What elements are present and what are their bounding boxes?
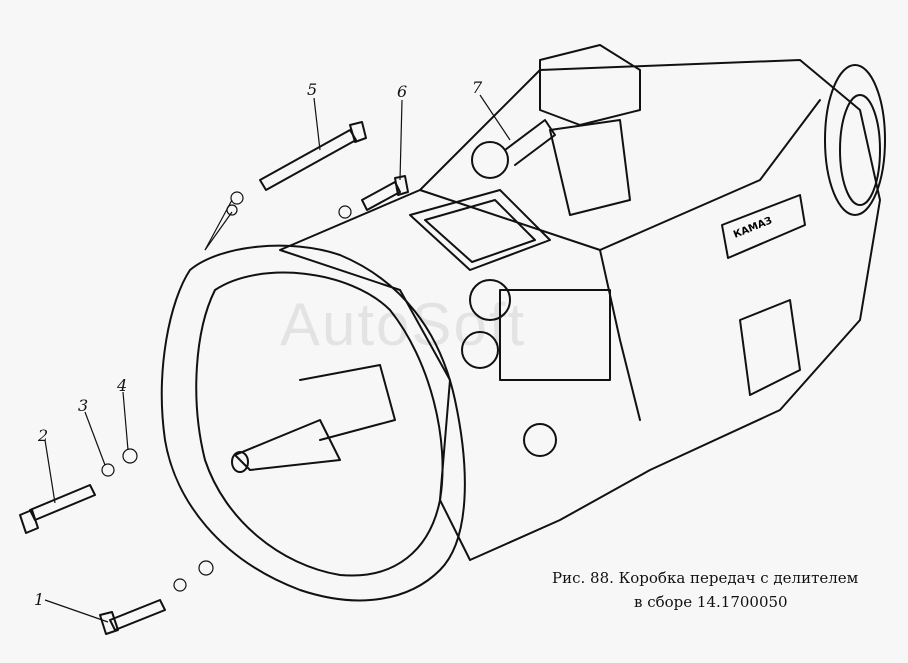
callout-6: 6 [397,82,408,101]
top-cover [539,44,641,126]
inspection-cover [409,189,551,271]
nameplate [721,194,806,259]
caption-line-1: Рис. 88. Коробка передач с делителем [552,569,859,587]
bolt-6 [361,175,409,211]
callout-3: 3 [78,396,89,415]
callout-2: 2 [38,426,49,445]
shift-mechanism [499,289,611,381]
input-shaft [234,419,341,471]
watermark: AutoSoft [280,291,527,358]
callout-5: 5 [307,80,318,99]
callout-7: 7 [472,78,483,97]
leader-lines [44,94,511,623]
caption-line-2: в сборе 14.1700050 [634,593,788,611]
washers [101,191,352,592]
figure-caption: Рис. 88. Коробка передач с делителем в с… [552,566,902,614]
gearbox-case [279,59,881,561]
bolt-5 [259,121,367,191]
rear-flange [824,64,886,216]
callout-1: 1 [34,590,45,609]
callout-4: 4 [117,376,128,395]
clutch-housing [160,244,466,602]
side-cover [739,299,801,396]
bolt-1 [99,599,166,635]
breather-7 [471,119,556,179]
bolt-2 [19,484,96,534]
